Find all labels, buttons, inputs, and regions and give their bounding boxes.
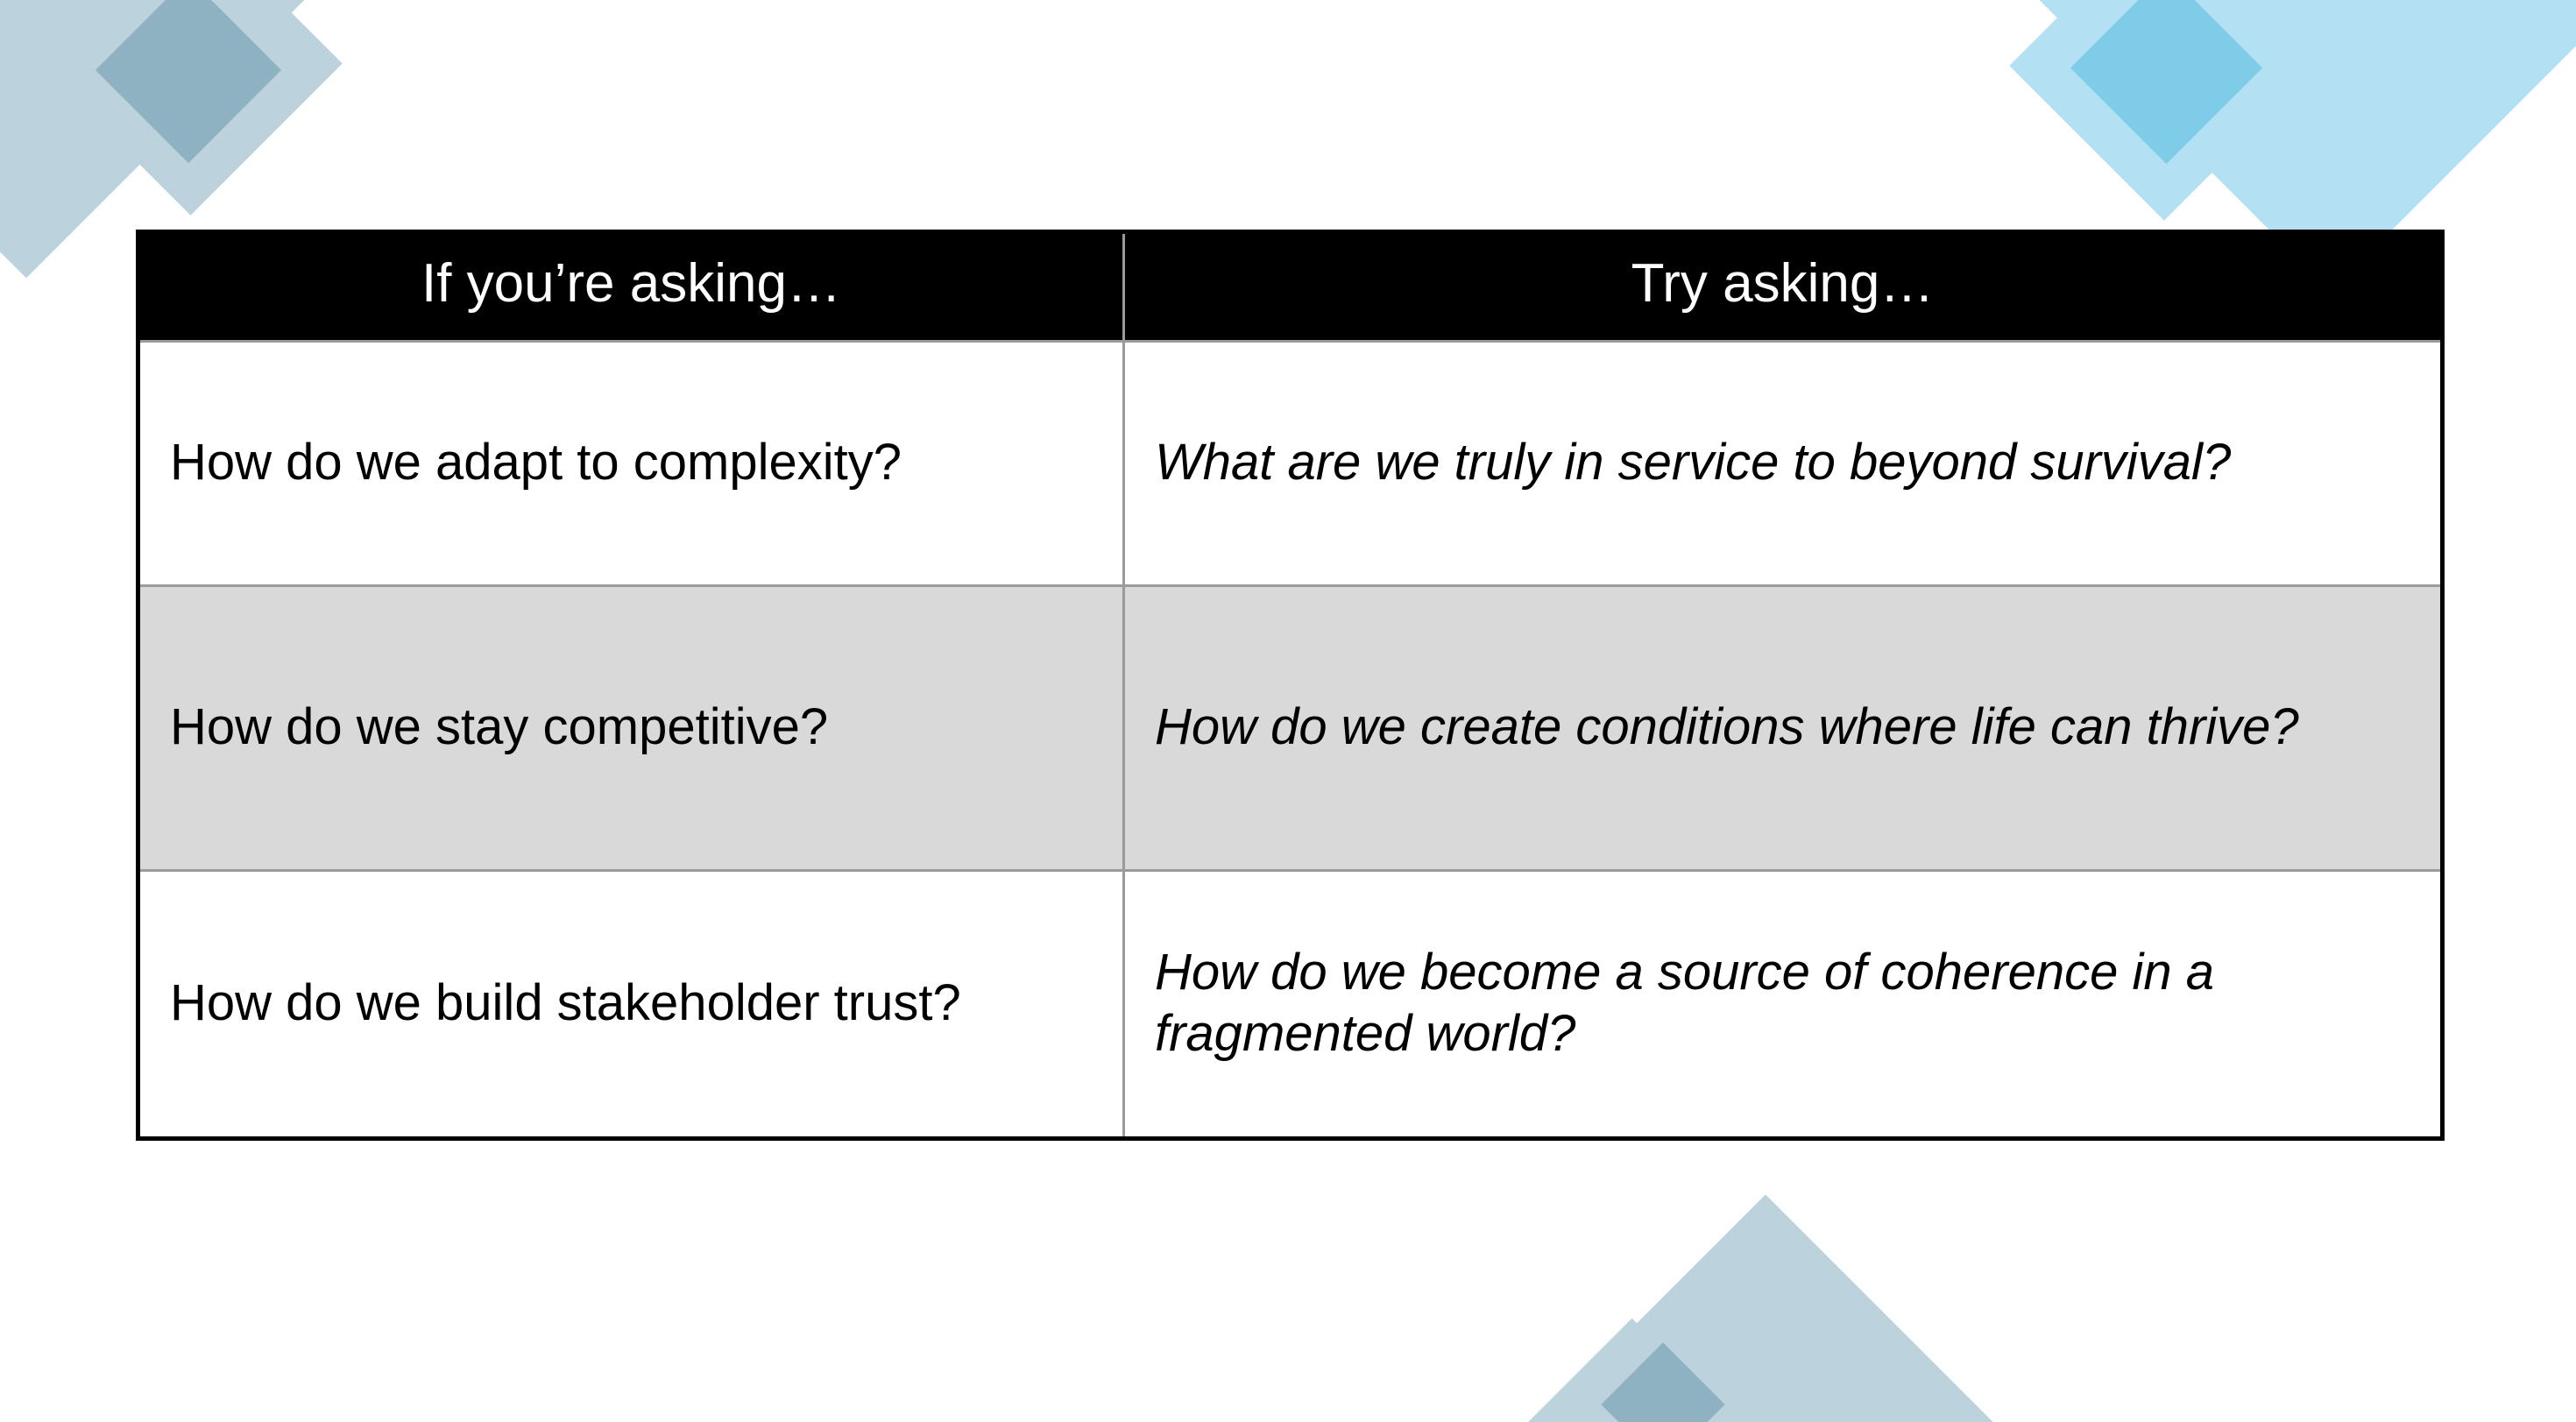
cell-asking-3: How do we build stakeholder trust? (138, 869, 1125, 1141)
table-header: If you’re asking… Try asking… (138, 231, 2443, 342)
reframing-questions-table: If you’re asking… Try asking… How do we … (136, 230, 2445, 1142)
table-row: How do we adapt to complexity? What are … (138, 340, 2443, 588)
diamond-shape-top-right-accent (2070, 0, 2263, 165)
table-row: How do we build stakeholder trust? How d… (138, 869, 2443, 1141)
diamond-shape-bottom-accent (1601, 1342, 1725, 1422)
cell-asking-1: How do we adapt to complexity? (138, 340, 1125, 588)
diamond-shape-bottom-large (1536, 1194, 1995, 1422)
cell-try-asking-2: How do we create conditions where life c… (1123, 584, 2443, 873)
cell-asking-2: How do we stay competitive? (138, 584, 1125, 873)
diamond-shape-top-right-medium (2009, 0, 2319, 221)
table-row: How do we stay competitive? How do we cr… (138, 584, 2443, 873)
column-header-if-youre-asking: If you’re asking… (138, 231, 1125, 342)
cell-try-asking-1: What are we truly in service to beyond s… (1123, 340, 2443, 588)
column-header-try-asking: Try asking… (1123, 231, 2443, 342)
table-header-row: If you’re asking… Try asking… (138, 231, 2443, 342)
cell-try-asking-3: How do we become a source of coherence i… (1123, 869, 2443, 1141)
table-body: How do we adapt to complexity? What are … (138, 340, 2443, 1141)
diamond-shape-bottom-small (1511, 1318, 1753, 1422)
diamond-shape-top-left-accent (95, 0, 282, 164)
diamond-shape-top-left-medium (39, 0, 343, 216)
